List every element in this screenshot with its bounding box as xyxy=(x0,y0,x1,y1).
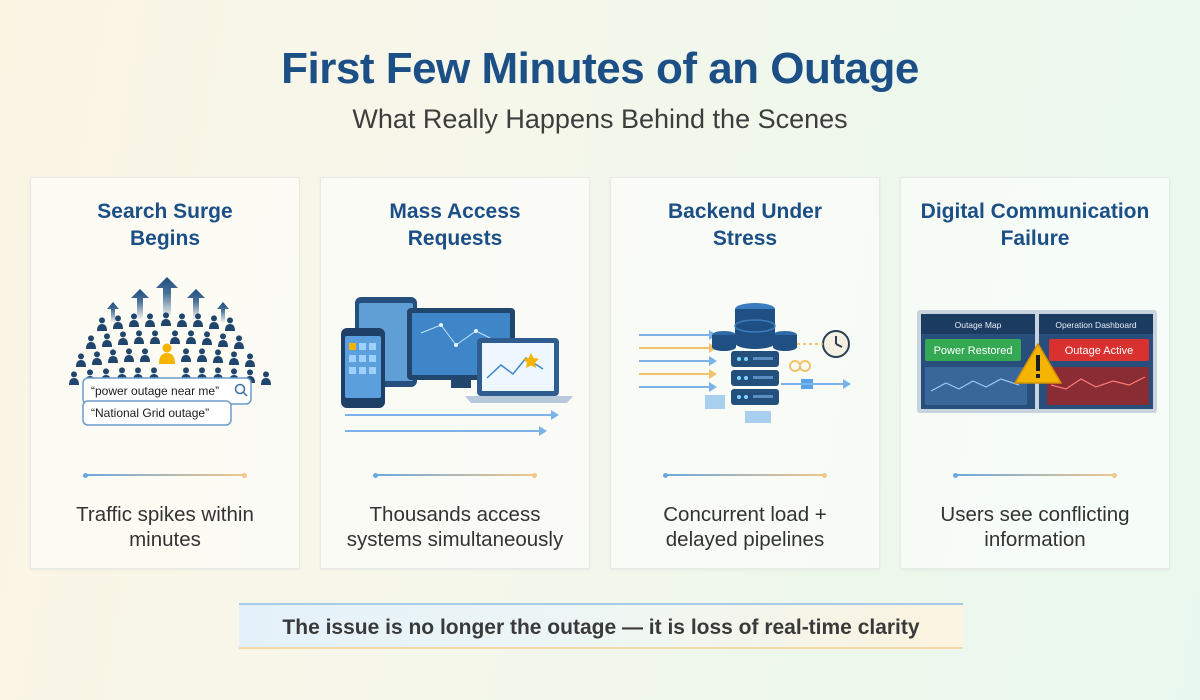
up-arrow-icon xyxy=(107,277,229,323)
load-arrows xyxy=(639,330,717,392)
status-badge: Power Restored xyxy=(934,345,1013,357)
search-query-2: “National Grid outage” xyxy=(91,406,209,420)
card-description: Users see conflicting information xyxy=(940,503,1130,551)
card-description: Thousands access systems simultaneously xyxy=(346,503,564,551)
card-title: Backend Under Stress xyxy=(667,200,823,250)
search-query-box: “power outage near me” “National Grid ou… xyxy=(82,377,252,426)
page-title: First Few Minutes of an Outage xyxy=(281,44,919,93)
banner-text: The issue is no longer the outage — it i… xyxy=(282,616,920,639)
card-communication-failure: Digital Communication Failure Outage Map… xyxy=(900,177,1170,569)
card-title: Mass Access Requests xyxy=(389,200,521,250)
laptop-icon xyxy=(465,338,573,403)
card-description: Concurrent load + delayed pipelines xyxy=(663,503,827,551)
search-surge-illustration: “power outage near me” “National Grid ou… xyxy=(69,277,271,426)
panel-header: Operation Dashboard xyxy=(1055,320,1137,330)
card-description: Traffic spikes within minutes xyxy=(76,503,254,551)
warning-icon xyxy=(1014,343,1062,384)
phone-icon xyxy=(341,328,385,408)
backend-stress-illustration xyxy=(639,303,851,423)
traffic-arrows xyxy=(345,410,559,436)
card-search-surge: Search Surge Begins xyxy=(30,177,300,569)
search-query-1: “power outage near me” xyxy=(91,384,219,398)
status-badge: Outage Active xyxy=(1065,345,1134,357)
card-title: Search Surge Begins xyxy=(97,200,233,250)
panel-header: Outage Map xyxy=(955,320,1002,330)
server-icon xyxy=(731,351,779,405)
card-title: Digital Communication Failure xyxy=(920,200,1150,250)
card-divider xyxy=(373,472,537,478)
pipeline-icon xyxy=(705,360,851,423)
mass-access-illustration xyxy=(341,297,573,436)
operation-dashboard-panel: Operation Dashboard Outage Active xyxy=(1039,314,1153,409)
highlighted-user-icon xyxy=(159,343,175,364)
card-backend-stress: Backend Under Stress xyxy=(610,177,880,569)
page-subtitle: What Really Happens Behind the Scenes xyxy=(352,104,848,134)
conclusion-banner: The issue is no longer the outage — it i… xyxy=(239,603,963,649)
card-divider xyxy=(953,472,1117,478)
card-divider xyxy=(663,472,827,478)
card-divider xyxy=(83,472,247,478)
database-icon xyxy=(712,303,797,351)
outage-map-panel: Outage Map Power Restored xyxy=(921,314,1035,409)
magnifier-icon xyxy=(234,383,248,397)
communication-failure-illustration: Outage Map Power Restored Operation Dash… xyxy=(917,310,1157,413)
clock-icon xyxy=(797,330,850,358)
card-mass-access: Mass Access Requests xyxy=(320,177,590,569)
